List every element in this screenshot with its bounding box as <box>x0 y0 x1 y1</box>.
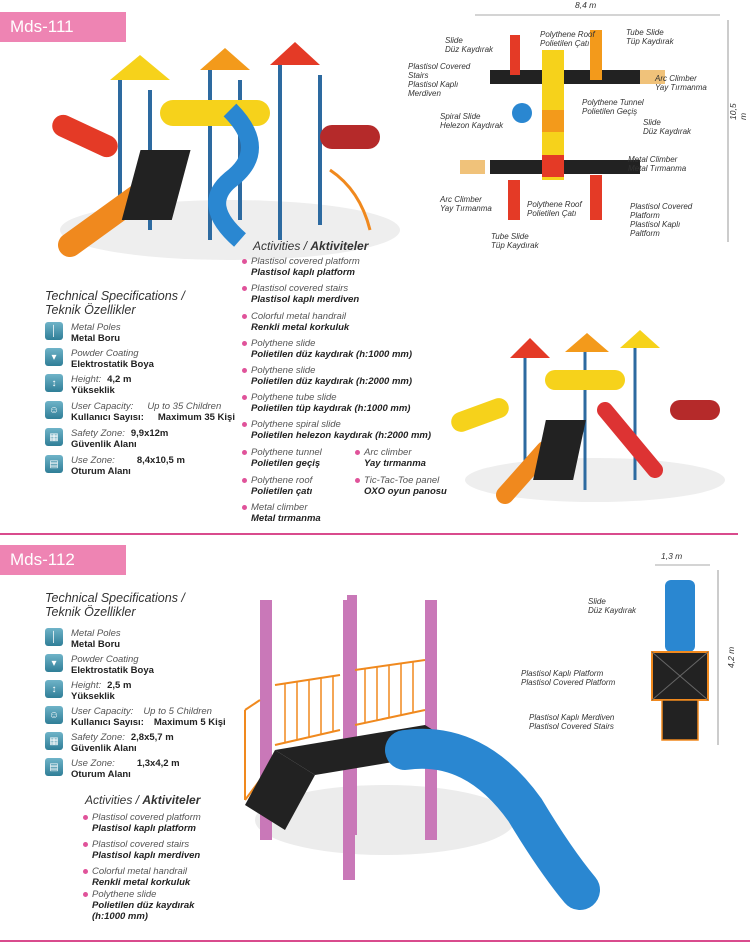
spec-title: Technical Specifications /Teknik Özellik… <box>45 289 185 317</box>
use-zone-icon: ▤ <box>45 455 63 473</box>
pole-icon: │ <box>45 628 63 646</box>
safety-zone-icon: ▦ <box>45 428 63 446</box>
product-code-tag: Mds-112 <box>0 545 126 575</box>
activities-title: Activities / Aktiviteler <box>85 793 201 807</box>
use-zone-icon: ▤ <box>45 758 63 776</box>
activities-title: Activities / Aktiviteler <box>253 239 369 253</box>
height-icon: ↕ <box>45 680 63 698</box>
users-icon: ☺ <box>45 401 63 419</box>
plan-view-diagram <box>651 564 719 745</box>
spec-title: Technical Specifications /Teknik Özellik… <box>45 591 185 619</box>
plan-width-dimension: 8,4 m <box>575 0 597 10</box>
coating-icon: ▾ <box>45 348 63 366</box>
plan-depth-dimension: 10,5 m <box>728 103 748 120</box>
playground-illustration-main <box>52 42 400 260</box>
plan-width-dimension: 1,3 m <box>661 551 683 561</box>
pole-icon: │ <box>45 322 63 340</box>
product-code-tag: Mds-111 <box>0 12 126 42</box>
plan-depth-dimension: 4,2 m <box>726 646 736 668</box>
playground-illustration-main <box>244 595 600 910</box>
section-divider <box>0 940 750 942</box>
playground-illustration-secondary <box>451 330 725 504</box>
height-icon: ↕ <box>45 374 63 392</box>
safety-zone-icon: ▦ <box>45 732 63 750</box>
plan-view-diagram <box>460 14 729 242</box>
users-icon: ☺ <box>45 706 63 724</box>
coating-icon: ▾ <box>45 654 63 672</box>
section-divider <box>0 533 738 535</box>
